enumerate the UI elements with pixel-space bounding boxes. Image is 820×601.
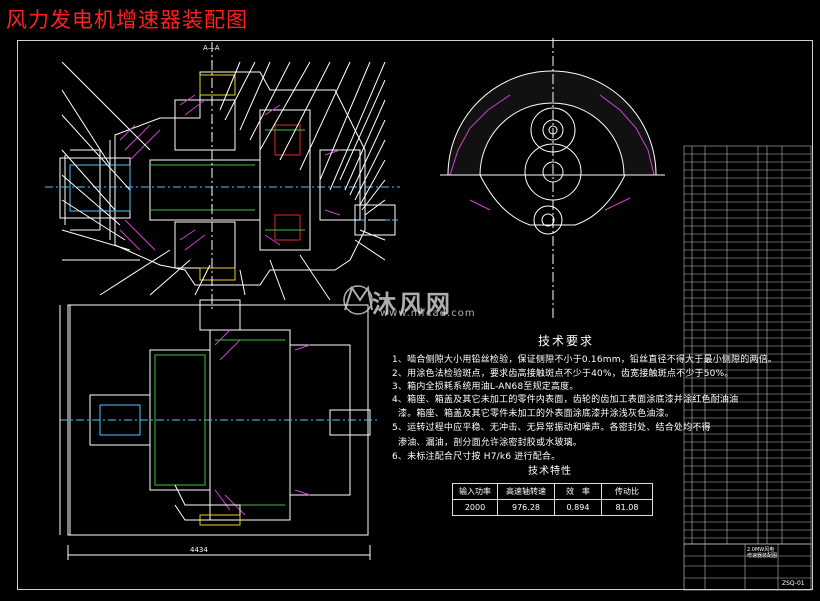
title-block-line1: 2.0MW风电 (747, 547, 775, 553)
requirement-5-cont: 渗油、漏油，剖分面允许涂密封胶或水玻璃。 (398, 438, 583, 448)
value-ratio: 81.08 (601, 499, 653, 516)
value-efficiency: 0.894 (554, 499, 602, 516)
main-section-view (45, 42, 400, 310)
plan-view (59, 299, 380, 560)
title-block-line2: 增速器装配图 (747, 553, 778, 559)
watermark-logo-icon (343, 285, 373, 315)
value-high-speed: 976.28 (497, 499, 555, 516)
parts-list-table (683, 145, 812, 591)
drawing-title: 风力发电机增速器装配图 (6, 8, 248, 32)
watermark-text: 沐风网 (372, 290, 453, 318)
requirement-1: 1、啮合侧隙大小用铅丝检验，保证侧隙不小于0.16mm，铅丝直径不得大于最小侧隙… (392, 355, 778, 365)
drawing-frame (17, 40, 813, 590)
tech-characteristics-table: 输入功率 高速轴转速 效 率 传动比 2000 976.28 0.894 81.… (452, 483, 653, 516)
requirement-5: 5、运转过程中应平稳、无冲击、无异常振动和噪声。各密封处、结合处均不得 (392, 423, 711, 433)
header-input-power: 输入功率 (452, 483, 498, 500)
watermark-url: www.mfcad.com (380, 308, 476, 319)
header-ratio: 传动比 (601, 483, 653, 500)
tech-requirements-heading: 技术要求 (538, 334, 595, 348)
table-row: 2000 976.28 0.894 81.08 (452, 499, 653, 516)
requirement-3: 3、箱内全损耗系统用油L-AN68至规定高度。 (392, 382, 579, 392)
value-input-power: 2000 (452, 499, 498, 516)
tech-characteristics-heading: 技术特性 (528, 466, 572, 477)
header-efficiency: 效 率 (554, 483, 602, 500)
header-high-speed: 高速轴转速 (497, 483, 555, 500)
section-view-a-a (440, 38, 665, 320)
requirement-4: 4、箱座、箱盖及其它未加工的零件内表面，齿轮的齿加工表面涂底漆并涂红色耐油油 (392, 395, 739, 405)
section-marker-top: A—A (203, 44, 220, 52)
title-block-drawing-no: ZSQ-01 (782, 580, 805, 587)
requirement-4-cont: 漆。箱座、箱盖及其它零件未加工的外表面涂底漆并涂浅灰色油漆。 (398, 409, 675, 419)
parts-list-rows (684, 153, 811, 539)
table-header-row: 输入功率 高速轴转速 效 率 传动比 (452, 483, 653, 500)
requirement-6: 6、未标注配合尺寸按 H7/k6 进行配合。 (392, 452, 561, 462)
overall-dimension: 4434 (190, 546, 208, 554)
requirement-2: 2、用涂色法检验斑点，要求齿高接触斑点不少于40%，齿宽接触斑点不少于50%。 (392, 369, 734, 379)
